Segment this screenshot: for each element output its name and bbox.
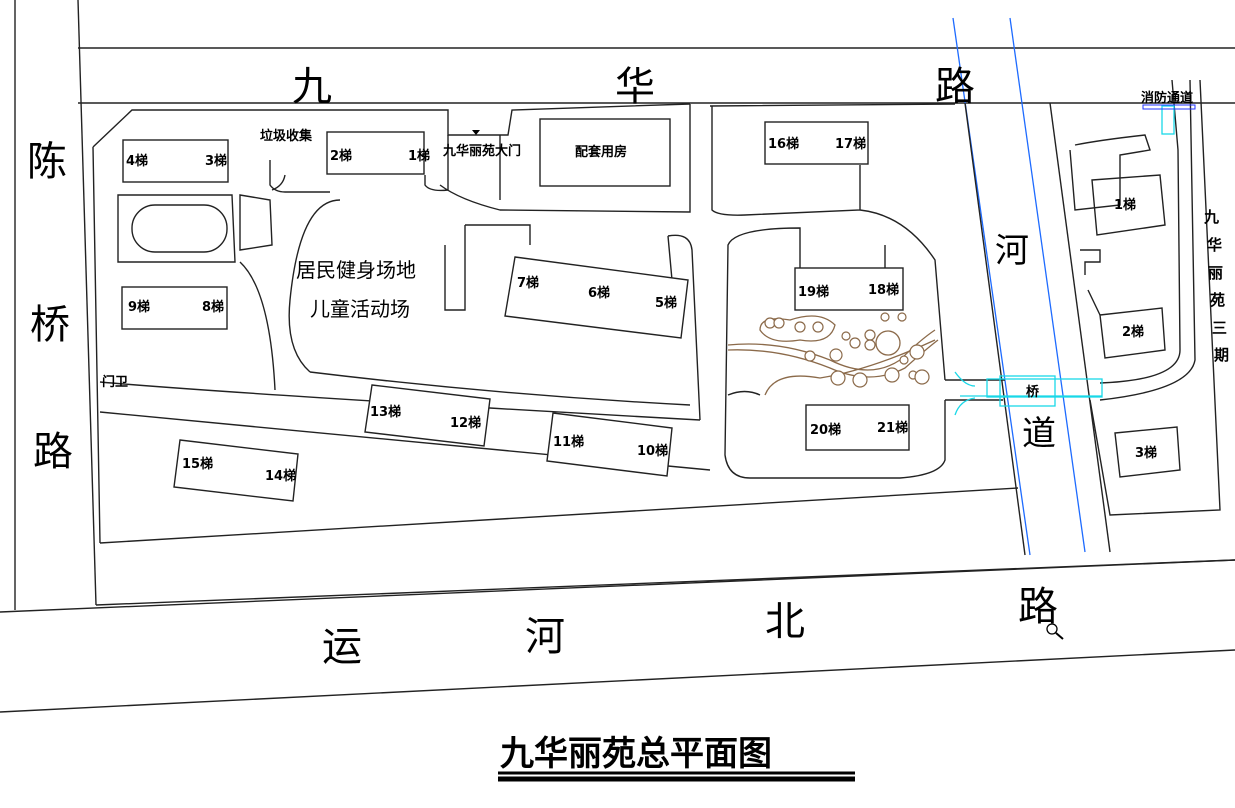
svg-text:7梯: 7梯 bbox=[517, 275, 539, 291]
svg-text:13梯: 13梯 bbox=[370, 404, 401, 420]
road-name-top: 九 bbox=[292, 64, 332, 110]
building-facility bbox=[539, 118, 671, 187]
page-title: 九华丽苑总平面图 bbox=[500, 734, 772, 774]
road-name-bottom: 运 bbox=[322, 624, 362, 670]
svg-text:9梯: 9梯 bbox=[128, 299, 150, 315]
svg-text:期: 期 bbox=[1214, 346, 1229, 364]
svg-text:九: 九 bbox=[1203, 208, 1219, 226]
svg-text:5梯: 5梯 bbox=[655, 295, 677, 311]
svg-text:17梯: 17梯 bbox=[835, 136, 866, 152]
building-7-6-5 bbox=[504, 256, 689, 339]
svg-text:1梯: 1梯 bbox=[1114, 197, 1136, 213]
svg-text:3梯: 3梯 bbox=[205, 153, 227, 169]
buildings bbox=[121, 79, 1221, 516]
garden bbox=[727, 312, 939, 396]
svg-text:16梯: 16梯 bbox=[768, 136, 799, 152]
guard-label: 门卫 bbox=[102, 374, 128, 390]
svg-text:6梯: 6梯 bbox=[588, 285, 610, 301]
building-11-10 bbox=[546, 412, 673, 477]
svg-text:10梯: 10梯 bbox=[637, 443, 668, 459]
fitness-label: 居民健身场地 bbox=[296, 258, 416, 282]
building-19-18 bbox=[794, 267, 904, 311]
road-name-left: 路 bbox=[33, 429, 73, 475]
building-20-21 bbox=[805, 404, 910, 451]
building-4-3 bbox=[122, 139, 229, 183]
svg-text:11梯: 11梯 bbox=[553, 434, 584, 450]
svg-text:丽: 丽 bbox=[1208, 264, 1223, 282]
river-name: 河 bbox=[995, 231, 1029, 271]
playground-label: 儿童活动场 bbox=[310, 297, 410, 321]
svg-text:1梯: 1梯 bbox=[408, 148, 430, 164]
building-9-8 bbox=[121, 286, 228, 330]
phase3-building-3 bbox=[1114, 426, 1181, 478]
svg-text:3梯: 3梯 bbox=[1135, 445, 1157, 461]
building-15-14 bbox=[173, 439, 299, 502]
garbage-label: 垃圾收集 bbox=[260, 128, 313, 144]
river-name: 道 bbox=[1022, 414, 1056, 454]
road-name-bottom: 河 bbox=[525, 614, 565, 660]
fire-lane-label: 消防通道 bbox=[1141, 90, 1193, 106]
svg-text:4梯: 4梯 bbox=[126, 153, 148, 169]
svg-text:20梯: 20梯 bbox=[810, 422, 841, 438]
building-labels: 4梯 3梯 2梯 1梯 16梯 17梯 9梯 8梯 7梯 6梯 5梯 19梯 1… bbox=[126, 136, 1157, 484]
road-name-top: 华 bbox=[615, 64, 655, 110]
bridge-label: 桥 bbox=[1026, 384, 1040, 400]
facility-label: 配套用房 bbox=[575, 144, 627, 160]
svg-text:三: 三 bbox=[1212, 319, 1227, 337]
gate-marker-icon bbox=[472, 130, 480, 135]
svg-text:14梯: 14梯 bbox=[265, 468, 296, 484]
svg-text:21梯: 21梯 bbox=[877, 420, 908, 436]
phase3-building-2 bbox=[1099, 307, 1166, 359]
svg-text:8梯: 8梯 bbox=[202, 299, 224, 315]
road-name-left: 陈 bbox=[27, 139, 67, 185]
svg-text:18梯: 18梯 bbox=[868, 282, 899, 298]
road-name-bottom: 路 bbox=[1018, 584, 1058, 630]
river bbox=[952, 17, 1111, 556]
gate-label: 九华丽苑大门 bbox=[442, 143, 521, 159]
building-16-17 bbox=[764, 121, 869, 165]
bridge bbox=[954, 104, 1196, 416]
svg-text:15梯: 15梯 bbox=[182, 456, 213, 472]
road-name-bottom: 北 bbox=[765, 599, 805, 645]
road-lines bbox=[0, 0, 1235, 713]
magnifier-icon-handle bbox=[1055, 632, 1064, 640]
svg-text:12梯: 12梯 bbox=[450, 415, 481, 431]
building-2-1 bbox=[326, 131, 425, 175]
svg-text:2梯: 2梯 bbox=[1122, 324, 1144, 340]
phase3-label: 九 华 丽 苑 三 期 bbox=[1203, 208, 1229, 364]
road-name-top: 路 bbox=[935, 64, 975, 110]
phase3-building-1 bbox=[1091, 174, 1166, 236]
svg-text:华: 华 bbox=[1207, 236, 1222, 254]
svg-text:2梯: 2梯 bbox=[330, 148, 352, 164]
svg-text:19梯: 19梯 bbox=[798, 284, 829, 300]
building-13-12 bbox=[364, 384, 491, 447]
magnifier-icon bbox=[1046, 623, 1058, 635]
svg-text:苑: 苑 bbox=[1210, 291, 1225, 309]
road-name-left: 桥 bbox=[30, 302, 70, 348]
